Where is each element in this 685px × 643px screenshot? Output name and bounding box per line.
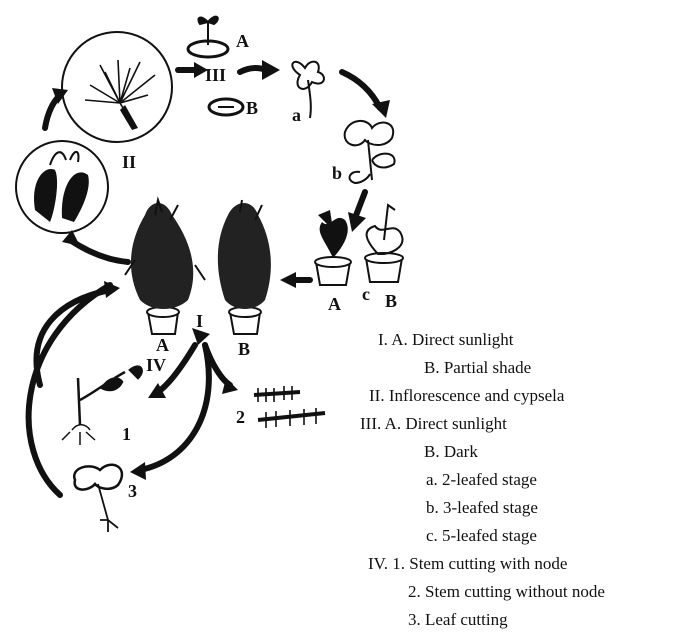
label-cutting-3: 3: [128, 482, 137, 500]
leaf-cutting: [74, 465, 122, 532]
label-cutting-2: 2: [236, 408, 245, 426]
label-pot-A: A: [156, 336, 169, 354]
arrow-from-node-cutting: [36, 290, 110, 385]
legend-III-A: III. A. Direct sunlight: [360, 415, 507, 432]
large-potted-plant-shade: [218, 200, 271, 334]
label-small-c: c: [362, 285, 370, 303]
arrow-to-flower-heads: [70, 240, 128, 262]
label-stage-I: I: [196, 312, 203, 330]
label-stage-II: II: [122, 153, 136, 171]
stem-cutting-without-node: [254, 386, 325, 428]
label-two-leaf-a: a: [292, 106, 301, 124]
legend-IV-3: 3. Leaf cutting: [408, 611, 508, 628]
legend-b: b. 3-leafed stage: [426, 499, 538, 516]
label-cutting-1: 1: [122, 425, 131, 443]
label-small-A: A: [328, 295, 341, 313]
label-small-B: B: [385, 292, 397, 310]
arrow-to-small-plants: [355, 192, 365, 218]
large-potted-plant-sunlight: [125, 200, 205, 334]
label-pot-B: B: [238, 340, 250, 358]
legend-IV-1: IV. 1. Stem cutting with node: [368, 555, 567, 572]
legend-I-A: I. A. Direct sunlight: [378, 331, 514, 348]
seed-dish-light: [188, 17, 228, 57]
legend-II: II. Inflorescence and cypsela: [369, 387, 564, 404]
seed-dish-dark: [209, 99, 243, 115]
three-leaf-seedling: [345, 121, 395, 183]
legend-c: c. 5-leafed stage: [426, 527, 537, 544]
legend-a: a. 2-leafed stage: [426, 471, 537, 488]
legend-III-B: B. Dark: [424, 443, 478, 460]
label-seed-A: A: [236, 32, 249, 50]
legend-I-B: B. Partial shade: [424, 359, 531, 376]
label-three-leaf-b: b: [332, 164, 342, 182]
flower-heads-circle: [16, 141, 108, 233]
legend-IV-2: 2. Stem cutting without node: [408, 583, 605, 600]
arrow-to-three-leaf: [342, 72, 380, 108]
label-stage-III: III: [205, 66, 226, 84]
label-stage-IV: IV: [146, 356, 166, 374]
inflorescence-pappus-circle: [62, 32, 172, 142]
label-seed-B: B: [246, 99, 258, 117]
